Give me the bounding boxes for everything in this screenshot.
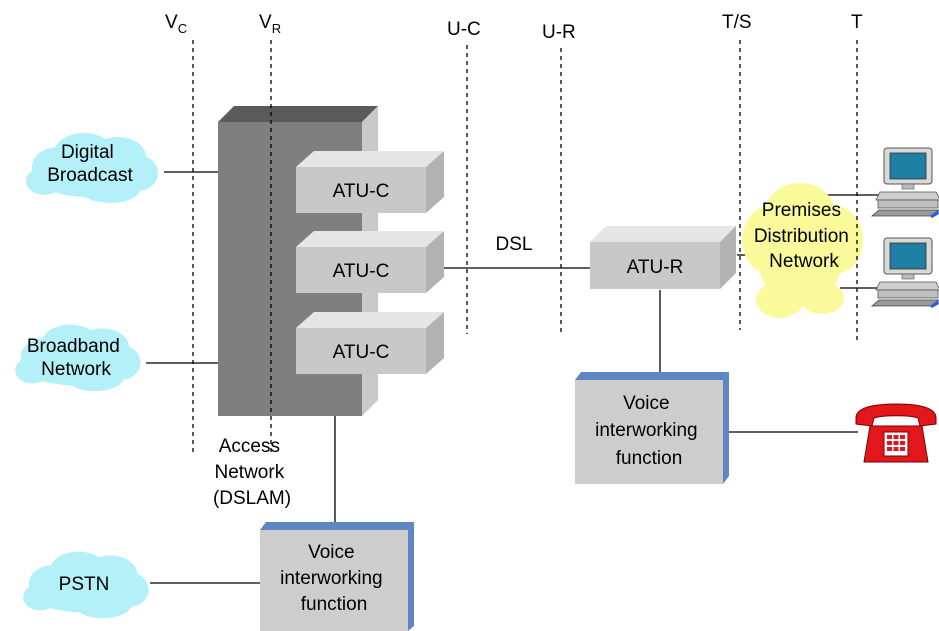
atu-c-label: ATU-C xyxy=(333,261,390,282)
dslam-caption-line: Network xyxy=(215,462,285,483)
cloud-label: PSTN xyxy=(59,574,110,595)
atu-c-side-face xyxy=(426,312,444,374)
atu-r-top-face xyxy=(590,226,736,242)
dslam-caption: Access Network (DSLAM) xyxy=(213,436,291,509)
voice-iwf-label-line: function xyxy=(616,448,683,469)
atu-r-side-face xyxy=(720,226,736,289)
atu-c-label: ATU-C xyxy=(333,181,390,202)
dsl-label: DSL xyxy=(496,234,533,255)
voice-iwf-top-edge xyxy=(260,522,414,530)
computer-icon xyxy=(870,237,939,308)
voice-iwf-label-line: Voice xyxy=(308,542,354,563)
atu-c-box: ATU-C xyxy=(296,312,444,374)
cloud-label-line: Network xyxy=(41,359,111,380)
atu-c-top-face xyxy=(296,231,444,247)
vr-label-sub: R xyxy=(272,21,281,36)
cloud-label: Premises Distribution Network xyxy=(754,200,854,272)
voice-iwf-label: Voice interworking function xyxy=(280,542,388,615)
ur-label: U-R xyxy=(542,22,576,43)
atu-r-label: ATU-R xyxy=(627,257,684,278)
atu-c-label: ATU-C xyxy=(333,342,390,363)
cloud-label-line: PSTN xyxy=(59,574,110,595)
vc-label: VC xyxy=(165,12,187,36)
computer-icon xyxy=(870,147,939,218)
cloud-icon xyxy=(742,183,863,318)
voice-iwf-label-line: interworking xyxy=(280,568,382,589)
atu-c-side-face xyxy=(426,151,444,213)
ts-label: T/S xyxy=(722,12,752,33)
voice-iwf-customer-box: Voice interworking function xyxy=(575,372,729,484)
atu-c-box: ATU-C xyxy=(296,151,444,213)
cloud-label-line: Broadband xyxy=(27,336,120,357)
atu-c-side-face xyxy=(426,231,444,293)
voice-iwf-label-line: interworking xyxy=(595,420,697,441)
cloud-label-line: Broadcast xyxy=(47,165,133,186)
vc-label-sub: C xyxy=(178,21,187,36)
telephone-icon xyxy=(855,403,937,463)
atu-c-front-face xyxy=(296,167,426,213)
atu-c-front-face xyxy=(296,328,426,374)
reference-lines xyxy=(192,40,858,452)
atu-c-top-face xyxy=(296,312,444,328)
broadband-network-cloud: Broadband Network xyxy=(15,324,141,392)
cloud-icon xyxy=(15,324,141,392)
atu-r-box: ATU-R xyxy=(590,226,736,289)
cloud-label: Broadband Network xyxy=(27,336,125,380)
pstn-cloud: PSTN xyxy=(23,551,149,619)
voice-iwf-front-face xyxy=(260,530,408,631)
t-label: T xyxy=(851,12,863,33)
cloud-label-line: Premises xyxy=(762,200,841,221)
cloud-label-line: Digital xyxy=(61,142,114,163)
cloud-label-line: Distribution xyxy=(754,226,849,247)
cloud-label-line: Network xyxy=(769,251,839,272)
premises-distribution-cloud: Premises Distribution Network xyxy=(742,183,863,318)
voice-iwf-network-box: Voice interworking function xyxy=(260,522,414,631)
vc-label-main: V xyxy=(165,12,178,33)
uc-label: U-C xyxy=(447,19,481,40)
voice-iwf-top-edge xyxy=(575,372,729,380)
voice-iwf-label-line: Voice xyxy=(623,393,669,414)
vr-label-main: V xyxy=(259,12,272,33)
atu-r-front-face xyxy=(590,242,720,289)
voice-iwf-front-face xyxy=(575,380,723,484)
dslam-caption-line: Access xyxy=(219,436,280,457)
voice-iwf-label-line: function xyxy=(301,594,368,615)
dslam-caption-line: (DSLAM) xyxy=(213,488,291,509)
vr-label: VR xyxy=(259,12,281,36)
voice-iwf-side-edge xyxy=(723,372,729,484)
cloud-label: Digital Broadcast xyxy=(47,142,133,186)
atu-c-front-face xyxy=(296,247,426,293)
voice-iwf-side-edge xyxy=(408,522,414,631)
voice-iwf-label: Voice interworking function xyxy=(595,393,703,469)
digital-broadcast-cloud: Digital Broadcast xyxy=(26,133,158,203)
dslam-top-face xyxy=(218,106,378,122)
atu-c-top-face xyxy=(296,151,444,167)
atu-c-box: ATU-C xyxy=(296,231,444,293)
